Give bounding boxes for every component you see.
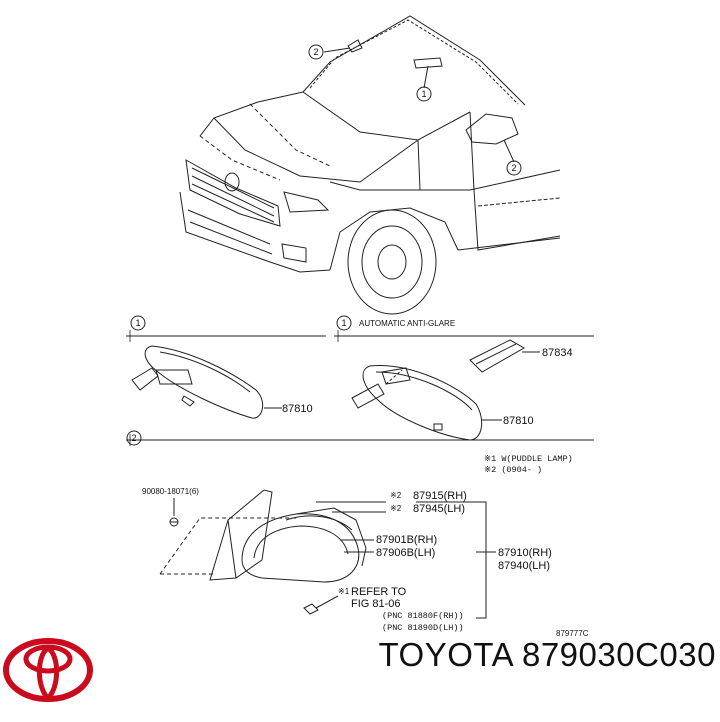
callout-1-windshield: 1 bbox=[421, 89, 426, 99]
callout-2-windshield: 2 bbox=[313, 47, 318, 57]
label-outer-rh: 87901B(RH) bbox=[376, 534, 437, 546]
figure-code: 879777C bbox=[556, 629, 589, 638]
note-puddle-lamp: ※1 W(PUDDLE LAMP) bbox=[484, 454, 573, 464]
callout-1-auto: 1 bbox=[341, 318, 346, 328]
label-assy-rh: 87910(RH) bbox=[498, 547, 552, 559]
pnc-rh: (PNC 81880F(RH)) bbox=[382, 611, 464, 621]
truck-illustration bbox=[179, 15, 561, 315]
label-87810-auto: 87810 bbox=[503, 415, 534, 427]
callout-1-plain: 1 bbox=[135, 318, 140, 328]
callout-2-side: 2 bbox=[511, 163, 516, 173]
label-outer-lh: 87906B(LH) bbox=[376, 547, 435, 559]
mark-2-cover-rh: ※2 bbox=[390, 491, 402, 500]
brand-part-number: TOYOTA 879030C030 bbox=[378, 636, 716, 673]
section-plain-mirror bbox=[126, 330, 326, 419]
callout-circles bbox=[126, 44, 522, 446]
callout-2-outer: 2 bbox=[131, 433, 136, 443]
mark-2-cover-lh: ※2 bbox=[390, 504, 402, 513]
label-assy-lh: 87940(LH) bbox=[498, 560, 550, 572]
mark-1-refer: ※1 bbox=[338, 587, 350, 596]
note-date: ※2 (0904- ) bbox=[484, 465, 542, 475]
section-auto-antiglare bbox=[334, 330, 594, 441]
refer-line-2: FIG 81-06 bbox=[351, 598, 401, 610]
section-header-antiglare: AUTOMATIC ANTI-GLARE bbox=[359, 319, 455, 328]
pnc-lh: (PNC 81890D(LH)) bbox=[382, 623, 464, 633]
label-87834: 87834 bbox=[542, 347, 573, 359]
refer-line-1: REFER TO bbox=[351, 586, 407, 598]
label-bolt: 90080-18071(6) bbox=[142, 487, 199, 496]
label-cover-rh: 87915(RH) bbox=[413, 490, 467, 502]
toyota-logo-icon bbox=[3, 638, 93, 702]
label-87810-plain: 87810 bbox=[282, 403, 313, 415]
label-cover-lh: 87945(LH) bbox=[413, 503, 465, 515]
